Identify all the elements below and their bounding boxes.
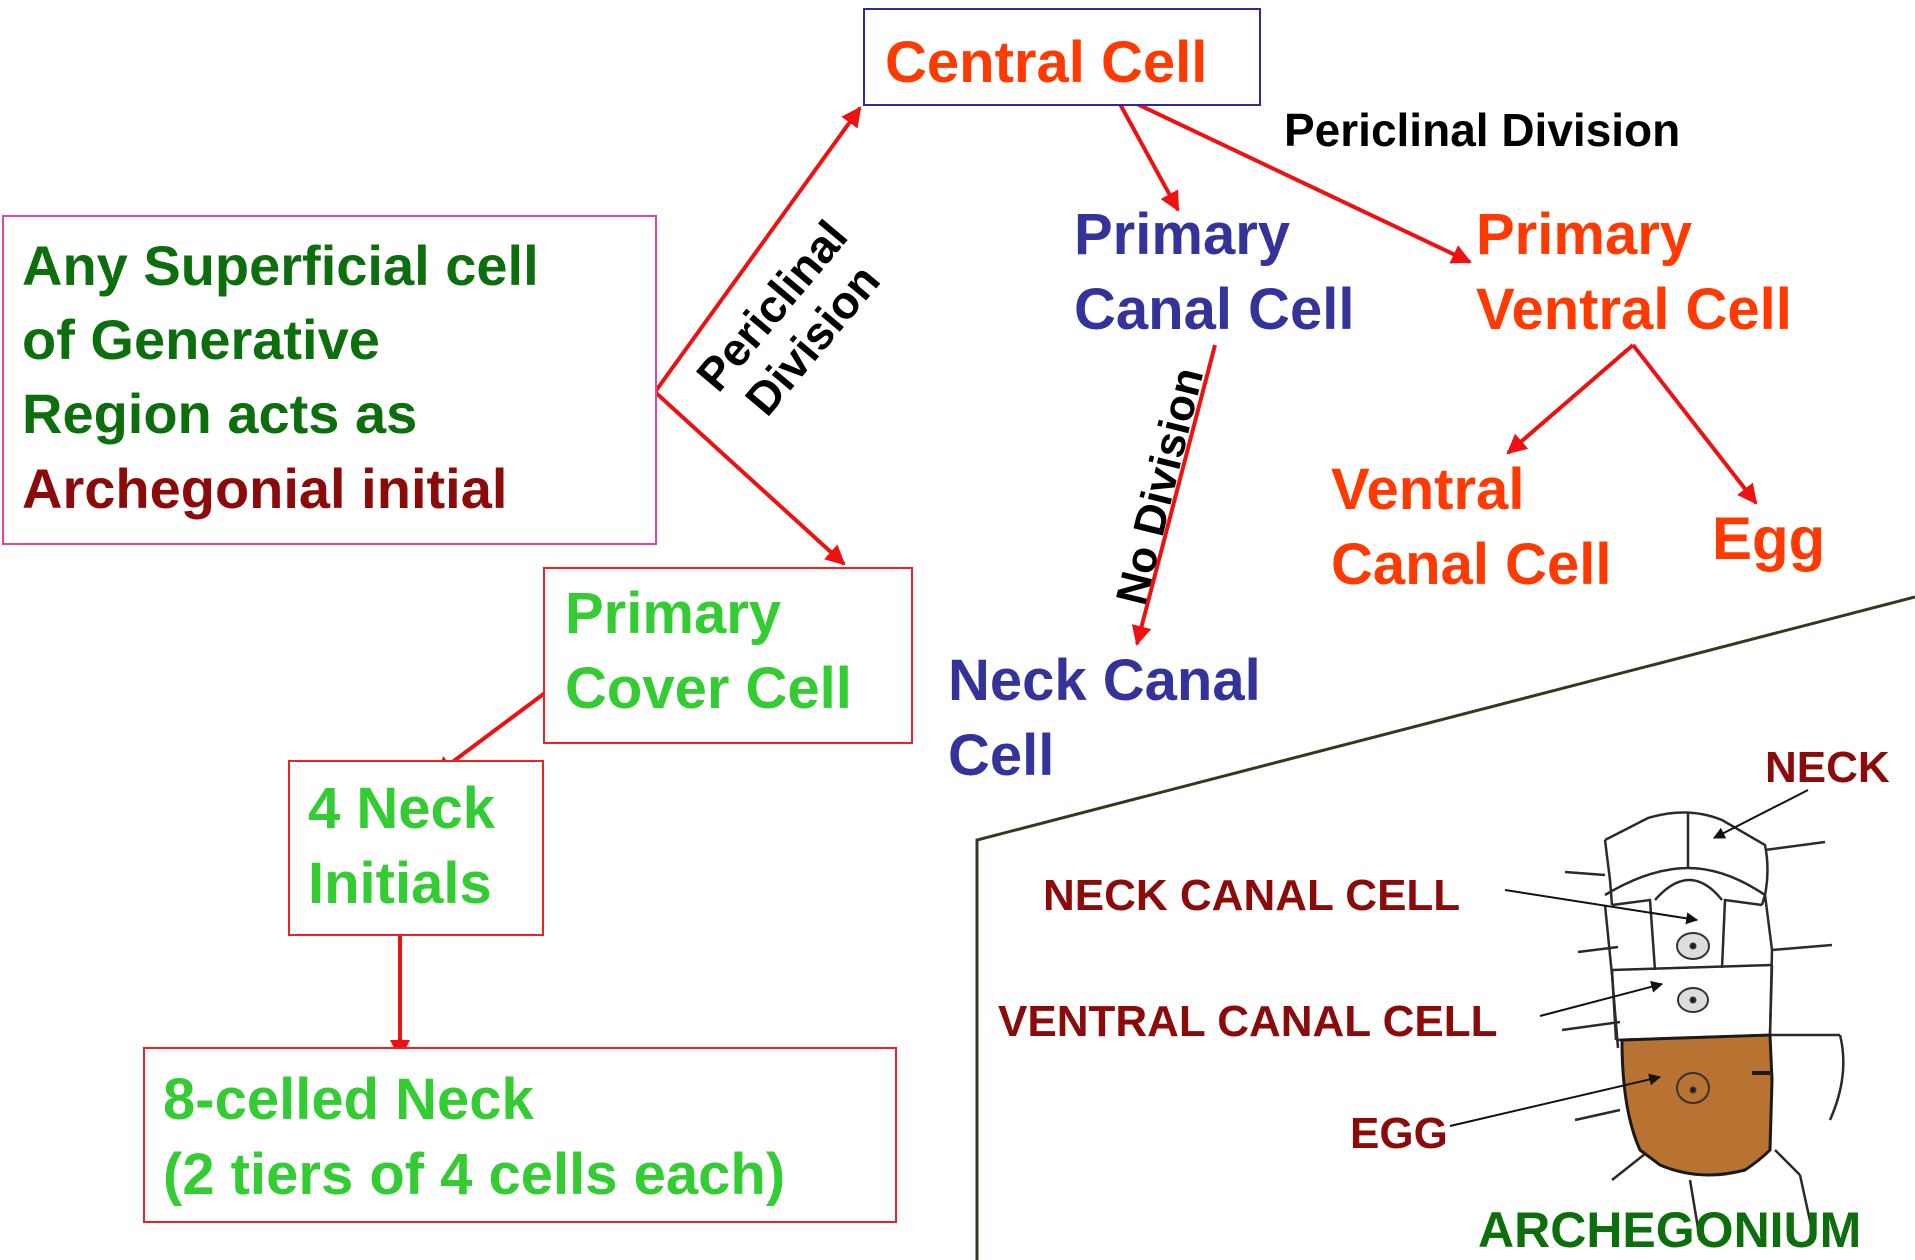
figure-caption: ARCHEGONIUM <box>1478 1200 1861 1260</box>
neck-initials-box: 4 Neck Initials <box>288 760 544 936</box>
egg-label: Egg <box>1712 503 1825 575</box>
neck-canal-cell-label: Neck Canal Cell <box>948 646 1261 790</box>
primary-cover-cell-line2: Cover Cell <box>565 654 852 724</box>
primary-ventral-cell-label: Primary Ventral Cell <box>1476 200 1792 344</box>
leader-neck <box>1714 790 1808 838</box>
neck-canal-cell-line2: Cell <box>948 721 1261 791</box>
archegonial-initial-line4: Archegonial initial <box>22 455 539 522</box>
arrow-primary-ventral-to-egg <box>1633 345 1756 503</box>
figure-label-neck: NECK <box>1765 742 1890 795</box>
egg-cell-shape <box>1622 1035 1772 1175</box>
primary-cover-cell-line1: Primary <box>565 579 852 649</box>
primary-canal-cell-line2: Canal Cell <box>1074 275 1354 345</box>
periclinal-division-top-label: Periclinal Division <box>1284 103 1680 158</box>
eight-celled-neck-line1: 8-celled Neck <box>163 1065 785 1135</box>
figure-label-neck-canal-cell: NECK CANAL CELL <box>1043 870 1460 923</box>
neck-initials-line2: Initials <box>308 849 495 919</box>
archegonial-initial-line3: Region acts as <box>22 380 539 447</box>
arrow-primary-ventral-to-ventral-canal <box>1508 345 1633 453</box>
figure-label-egg: EGG <box>1350 1108 1448 1161</box>
leader-neck-canal-cell <box>1505 890 1697 920</box>
eight-celled-neck-box: 8-celled Neck (2 tiers of 4 cells each) <box>143 1047 897 1223</box>
neck-initials-line1: 4 Neck <box>308 774 495 844</box>
primary-ventral-cell-line1: Primary <box>1476 200 1792 270</box>
archegonial-initial-line2: of Generative <box>22 306 539 373</box>
ventral-canal-cell-label: Ventral Canal Cell <box>1331 455 1611 599</box>
archegonial-initial-line1: Any Superficial cell <box>22 232 539 299</box>
ventral-canal-cell-line2: Canal Cell <box>1331 530 1611 600</box>
leader-ventral-canal-cell <box>1540 984 1662 1016</box>
central-cell-label: Central Cell <box>885 28 1207 98</box>
eight-celled-neck-line2: (2 tiers of 4 cells each) <box>163 1140 785 1210</box>
archegonial-initial-box: Any Superficial cell of Generative Regio… <box>2 215 657 545</box>
primary-canal-cell-label: Primary Canal Cell <box>1074 200 1354 344</box>
ventral-canal-cell-line1: Ventral <box>1331 455 1611 525</box>
primary-canal-cell-line1: Primary <box>1074 200 1354 270</box>
primary-cover-cell-box: Primary Cover Cell <box>543 567 913 744</box>
primary-ventral-cell-line2: Ventral Cell <box>1476 275 1792 345</box>
neck-canal-cell-line1: Neck Canal <box>948 646 1261 716</box>
central-cell-box: Central Cell <box>863 8 1261 106</box>
figure-label-ventral-canal-cell: VENTRAL CANAL CELL <box>998 996 1498 1049</box>
